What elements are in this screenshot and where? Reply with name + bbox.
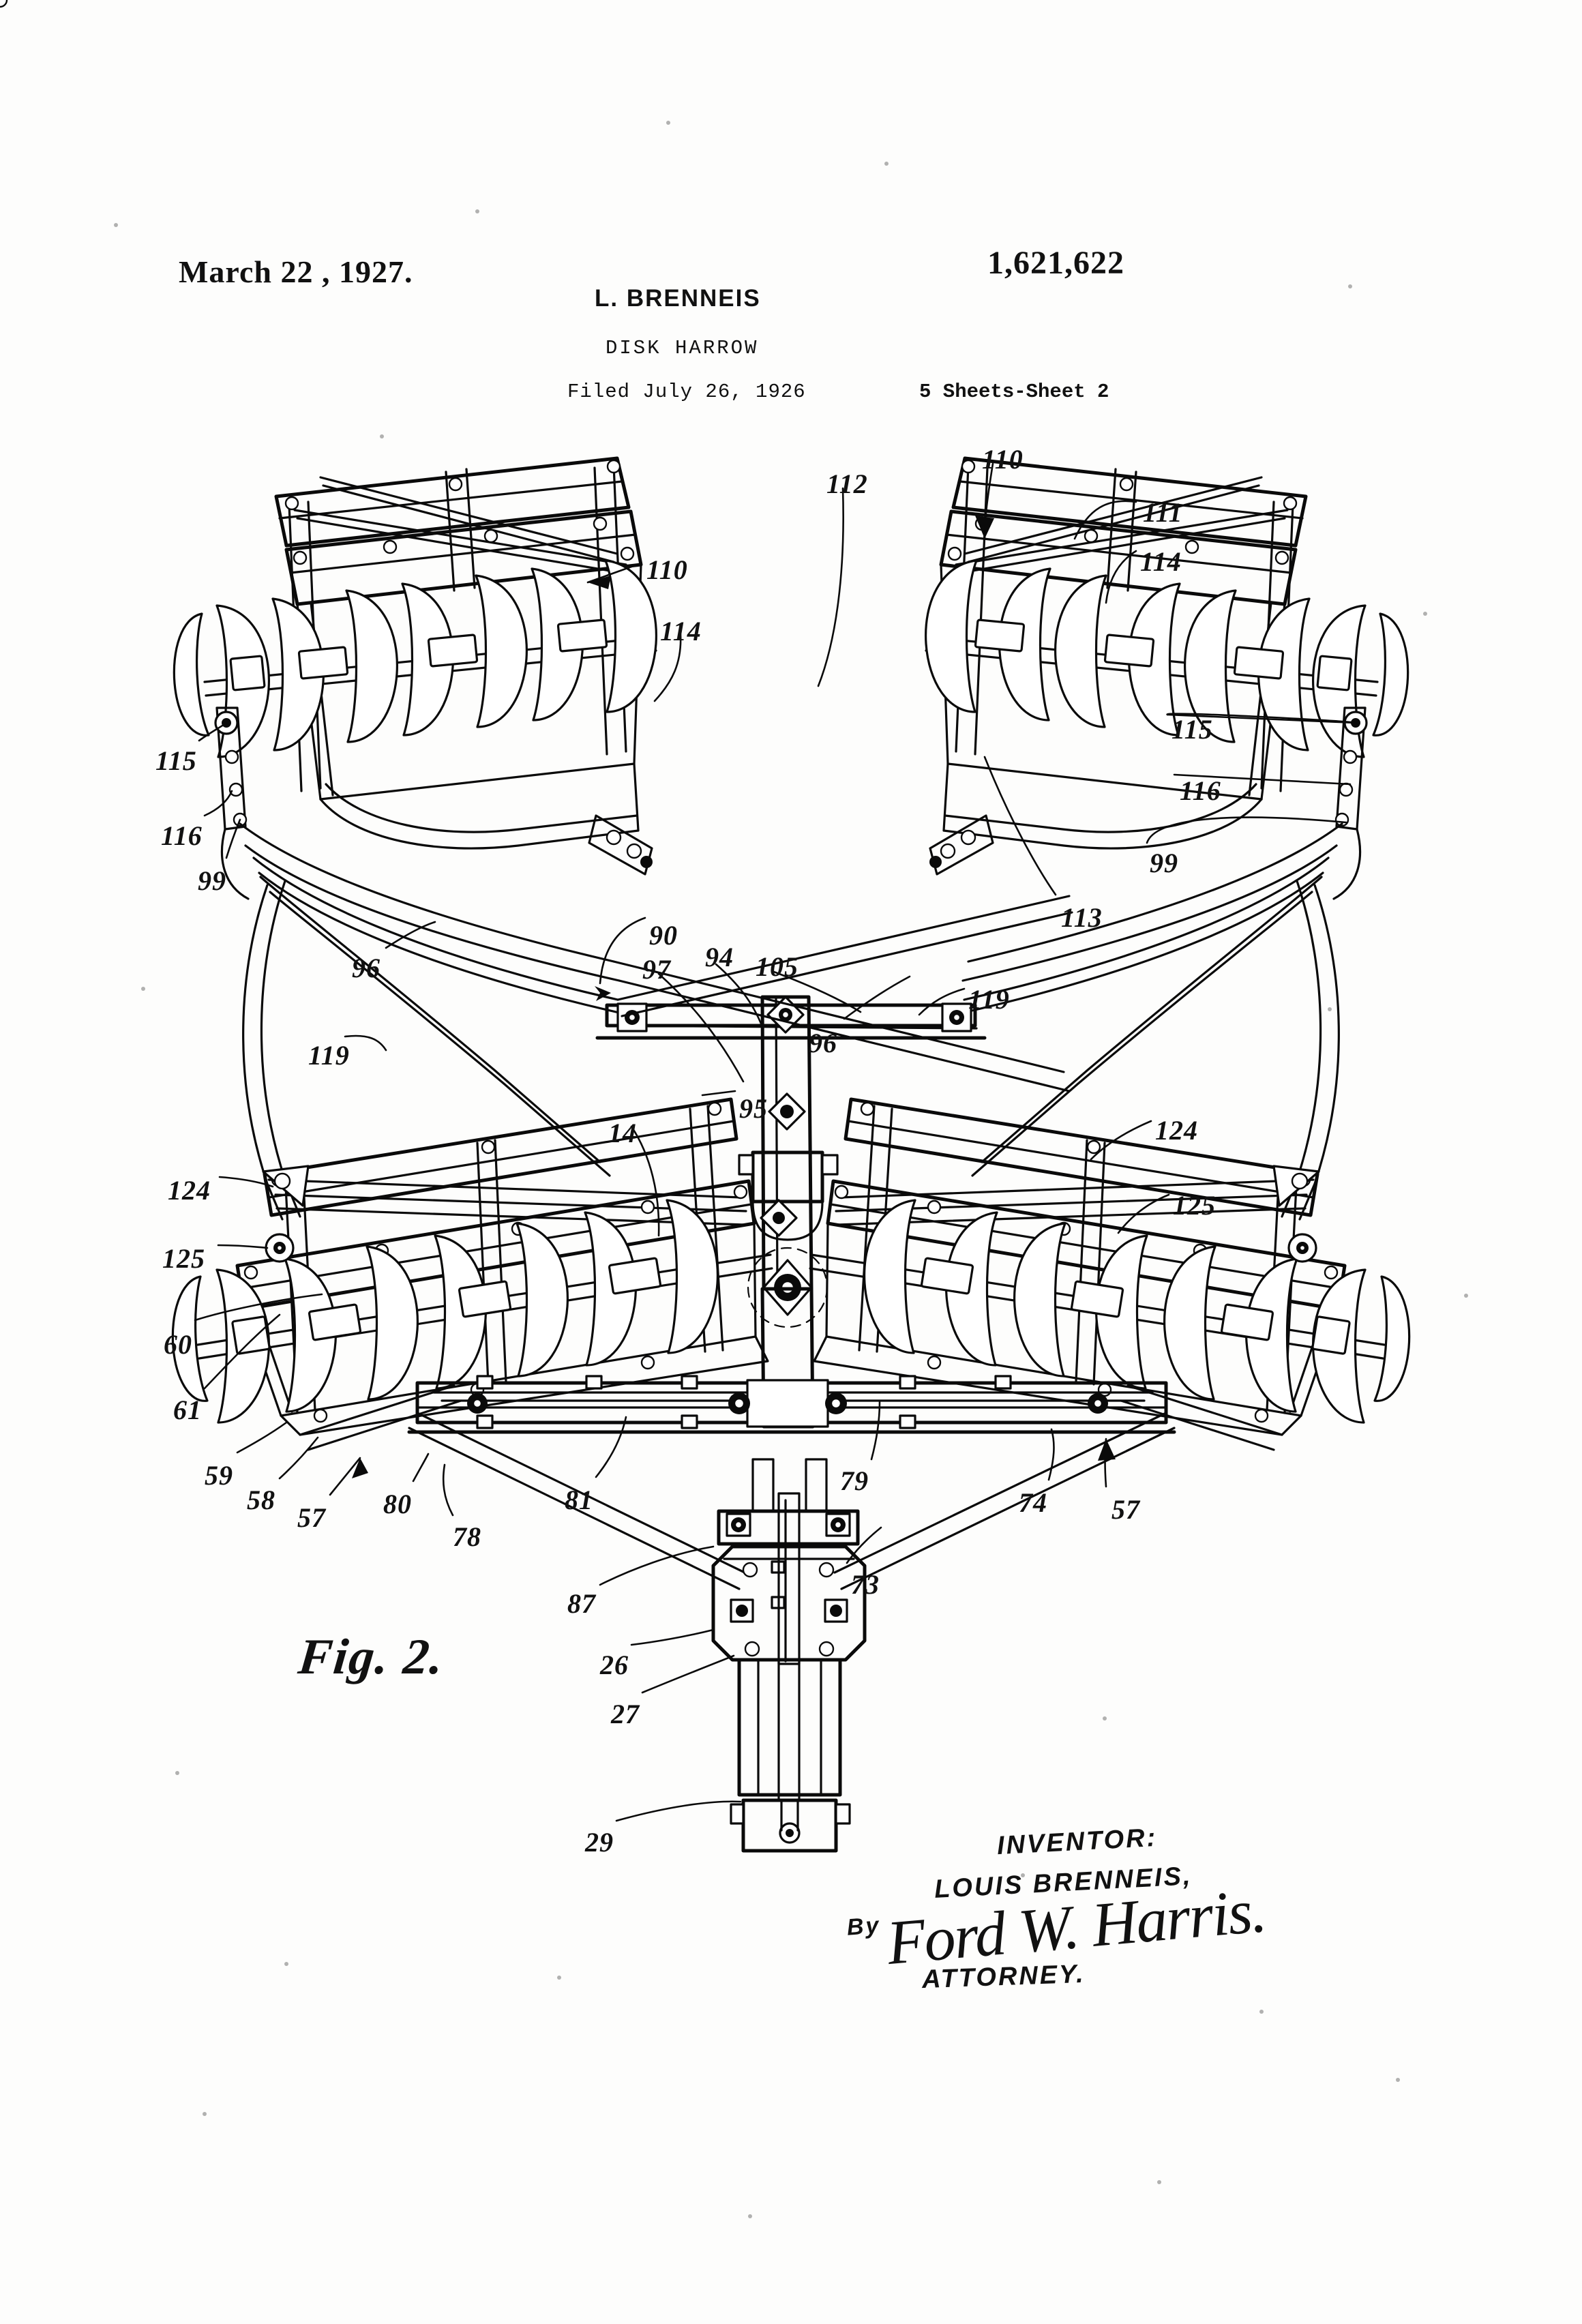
leader-lines [194,462,1357,1822]
reference-numeral-125: 125 [162,1243,205,1274]
reference-numeral-61: 61 [173,1395,202,1425]
reference-numeral-110: 110 [646,554,688,585]
reference-numeral-59: 59 [205,1460,233,1491]
filing-date: Filed July 26, 1926 [567,381,806,403]
reference-numeral-58: 58 [247,1485,275,1515]
reference-numeral-94: 94 [705,942,734,972]
lower-left-gang [171,1097,773,1436]
patent-number: 1,621,622 [987,245,1124,281]
by-label: By [846,1912,882,1941]
attorney-heading: ATTORNEY. [921,1959,1086,1995]
reference-numeral-14: 14 [608,1118,637,1148]
reference-numeral-87: 87 [567,1588,596,1619]
reference-numeral-119: 119 [308,1040,350,1071]
draw-bar-hitch [0,0,867,1853]
reference-numeral-110: 110 [982,444,1024,475]
reference-numeral-78: 78 [453,1521,481,1552]
reference-numeral-99: 99 [1150,848,1178,878]
inventor-name: L. BRENNEIS [595,285,761,312]
reference-numeral-105: 105 [756,951,799,982]
lower-right-gang [809,1097,1411,1436]
reference-numeral-81: 81 [565,1485,593,1515]
reference-numeral-57: 57 [1111,1494,1140,1525]
reference-numeral-74: 74 [1019,1487,1047,1518]
reference-numeral-113: 113 [1061,902,1103,933]
reference-numeral-80: 80 [383,1489,412,1519]
figure-label: Fig. 2. [295,1629,447,1685]
reference-numeral-57: 57 [297,1502,326,1533]
reference-numeral-73: 73 [851,1569,880,1600]
reference-numeral-79: 79 [840,1465,869,1496]
disk-blades-lower-left [171,1199,719,1424]
reference-numeral-112: 112 [826,468,868,499]
reference-numeral-99: 99 [198,865,226,896]
reference-numeral-124: 124 [168,1175,211,1206]
reference-numeral-114: 114 [1140,546,1182,577]
document-title: DISK HARROW [606,337,759,359]
reference-numeral-26: 26 [600,1650,629,1680]
reference-numeral-114: 114 [660,616,702,646]
draft-bar-crossing [242,876,1340,1221]
disk-blades-upper-right [925,559,1409,758]
reference-numeral-96: 96 [809,1028,837,1058]
reference-numeral-95: 95 [739,1093,768,1124]
reference-numeral-119: 119 [968,984,1010,1015]
reference-numeral-115: 115 [155,745,197,776]
reference-numeral-124: 124 [1155,1115,1198,1146]
reference-numeral-29: 29 [585,1827,614,1858]
reference-numeral-115: 115 [1171,714,1213,745]
reference-numeral-116: 116 [161,820,203,851]
reference-numeral-60: 60 [164,1329,192,1360]
reference-numeral-90: 90 [649,920,678,951]
reference-numeral-97: 97 [642,954,671,985]
upper-left-gang [173,456,657,1015]
paper-noise [114,121,1468,2218]
sheet-count: 5 Sheets-Sheet 2 [919,381,1109,403]
reference-numeral-125: 125 [1173,1190,1216,1221]
reference-numeral-27: 27 [611,1699,640,1729]
upper-right-gang [925,456,1409,1015]
reference-numeral-111: 111 [1143,497,1183,528]
lower-transverse-bars [299,1375,1283,1590]
reference-numeral-96: 96 [352,953,380,983]
center-hitch-assembly [595,986,987,1429]
reference-numeral-116: 116 [1180,775,1221,806]
issue-date: March 22 , 1927. [179,254,413,289]
disk-blades-lower-right [863,1199,1411,1424]
